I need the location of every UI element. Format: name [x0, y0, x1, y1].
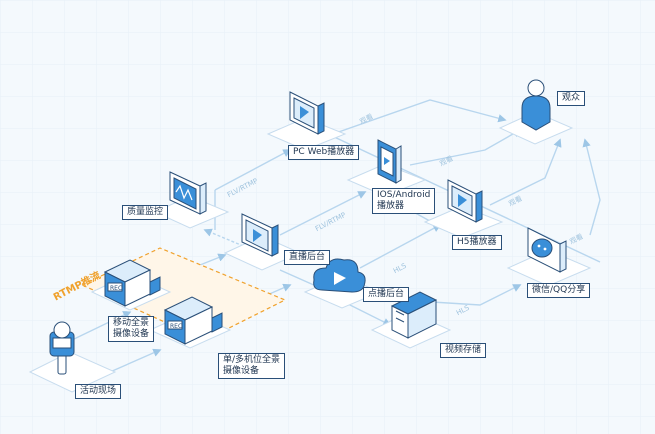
- pc-player-icon: [289, 91, 325, 135]
- rec-camera-icon: REC: [163, 296, 223, 345]
- label-vod-backend: 点播后台: [363, 287, 410, 302]
- label-audience-text: 观众: [562, 93, 581, 103]
- tile-h5: [423, 205, 504, 239]
- label-ios-android-line2: 播放器: [377, 201, 405, 211]
- label-pc-web-text: PC Web播放器: [293, 147, 355, 157]
- edge-site-to-single: [109, 348, 162, 373]
- live-monitor-icon: [241, 213, 279, 257]
- edge-pc-to-audience: [329, 99, 507, 136]
- label-mobile-cam: 移动全景 摄像设备: [108, 316, 155, 342]
- tile-live-site: [28, 351, 117, 393]
- label-video-store-text: 视频存储: [445, 345, 482, 355]
- svg-text:REC: REC: [170, 323, 182, 330]
- label-single-multi-line2: 摄像设备: [223, 366, 260, 376]
- tile-pc-web: [266, 117, 347, 151]
- edge-live-to-pc: [214, 149, 292, 191]
- label-ios-android: IOS/Android 播放器: [372, 188, 436, 214]
- label-vod-backend-text: 点播后台: [368, 289, 405, 299]
- edge-wechat-to-audience: [582, 138, 601, 236]
- cloud-play-icon: [313, 258, 366, 293]
- label-single-multi: 单/多机位全景 摄像设备: [218, 353, 286, 379]
- microphone-icon: [49, 321, 75, 375]
- edge-live-to-quality: [203, 228, 249, 249]
- label-h5: H5播放器: [452, 235, 502, 250]
- label-pc-web: PC Web播放器: [288, 145, 360, 160]
- label-wechat-qq-text: 微信/QQ分享: [532, 285, 586, 295]
- edge-ios-to-audience: [409, 129, 522, 166]
- label-mobile-cam-line1: 移动全景: [113, 318, 150, 328]
- person-icon: [521, 79, 551, 131]
- label-quality: 质量监控: [122, 205, 169, 220]
- h5-player-icon: [447, 179, 483, 223]
- edge-vod-to-h5: [359, 224, 442, 269]
- svg-text:REC: REC: [110, 285, 122, 292]
- rec-camera-icon: REC: [103, 259, 161, 307]
- label-audience: 观众: [557, 91, 586, 106]
- label-video-store: 视频存储: [440, 343, 487, 358]
- label-mobile-cam-line2: 摄像设备: [113, 329, 150, 339]
- mobile-phone-icon: [377, 139, 402, 184]
- label-live-backend: 直播后台: [284, 250, 331, 265]
- label-wechat-qq: 微信/QQ分享: [527, 283, 591, 298]
- label-live-site: 活动现场: [75, 384, 122, 399]
- label-h5-text: H5播放器: [457, 237, 497, 247]
- edge-live-to-ios: [279, 191, 367, 236]
- waveform-monitor-icon: [169, 171, 207, 215]
- chat-bubble-icon: [527, 227, 567, 273]
- label-single-multi-line1: 单/多机位全景: [223, 355, 281, 365]
- edge-h5-to-audience: [489, 138, 562, 206]
- label-live-backend-text: 直播后台: [289, 252, 326, 262]
- label-live-site-text: 活动现场: [80, 386, 117, 396]
- label-ios-android-line1: IOS/Android: [377, 190, 431, 200]
- film-storage-icon: [390, 291, 438, 339]
- label-quality-text: 质量监控: [127, 207, 164, 217]
